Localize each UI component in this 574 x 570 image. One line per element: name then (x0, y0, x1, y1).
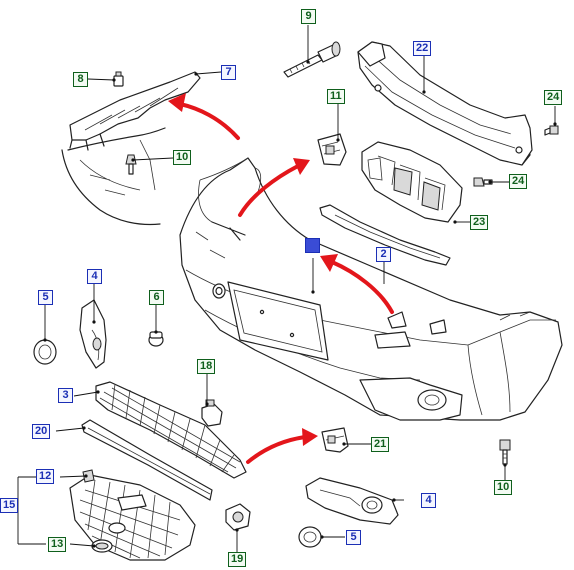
part-2-lower-strip (319, 204, 451, 266)
callout-13[interactable]: 13 (48, 537, 67, 552)
part-23-energy-absorber (361, 141, 463, 223)
part-4-cover-right (305, 477, 399, 525)
bumper-end-section (61, 71, 201, 226)
callout-11[interactable]: 11 (327, 89, 345, 104)
callout-21[interactable]: 21 (371, 437, 390, 452)
part-5-ring-left (33, 339, 57, 365)
callout-23[interactable]: 23 (470, 215, 489, 230)
callout-7[interactable]: 7 (221, 65, 236, 80)
part-6-plug (148, 331, 164, 347)
callout-2[interactable]: 2 (376, 247, 391, 262)
part-21-bracket (321, 427, 349, 453)
part-10-bolt-upper (125, 154, 137, 175)
callout-5-left[interactable]: 5 (38, 290, 53, 305)
part-20-moulding-strip (81, 419, 213, 501)
red-arrow-upper-left (168, 93, 240, 140)
callout-24-lower[interactable]: 24 (509, 174, 528, 189)
part-19-clip (225, 503, 251, 531)
part-11-bracket (317, 133, 347, 166)
leader-lines (10, 25, 557, 552)
part-18-clip (201, 399, 223, 427)
part-8-clip (113, 71, 124, 87)
callout-22[interactable]: 22 (413, 41, 432, 56)
callout-12[interactable]: 12 (36, 469, 55, 484)
red-arrow-right (320, 254, 394, 314)
red-arrow-lower (246, 428, 318, 464)
part-24-bolt-right (544, 125, 559, 136)
callout-20[interactable]: 20 (32, 424, 51, 439)
callout-10-lower[interactable]: 10 (494, 480, 513, 495)
part-9-bolt (283, 41, 341, 78)
callout-3[interactable]: 3 (58, 388, 73, 403)
callout-1[interactable]: 1 (305, 238, 320, 253)
callout-6[interactable]: 6 (149, 290, 164, 305)
part-10-bolt-lower (499, 439, 511, 465)
red-arrow-center (238, 158, 310, 217)
callout-5-right[interactable]: 5 (346, 530, 361, 545)
part-12-clip (82, 469, 95, 483)
part-13-badge (91, 539, 113, 553)
callout-18[interactable]: 18 (197, 359, 216, 374)
callout-15[interactable]: 15 (0, 498, 19, 513)
part-22-reinforcement-beam (357, 41, 533, 166)
callout-10-upper[interactable]: 10 (173, 150, 192, 165)
part-3-upper-grille (95, 381, 247, 479)
callout-24-upper[interactable]: 24 (544, 90, 563, 105)
part-4-cover-left (79, 299, 107, 369)
callout-4-right[interactable]: 4 (421, 493, 436, 508)
callout-19[interactable]: 19 (228, 552, 247, 567)
callout-8[interactable]: 8 (73, 72, 88, 87)
part-5-ring-right (298, 526, 322, 548)
callout-9[interactable]: 9 (301, 9, 316, 24)
callout-4-left[interactable]: 4 (87, 269, 102, 284)
part-15-lower-grille (69, 474, 196, 561)
